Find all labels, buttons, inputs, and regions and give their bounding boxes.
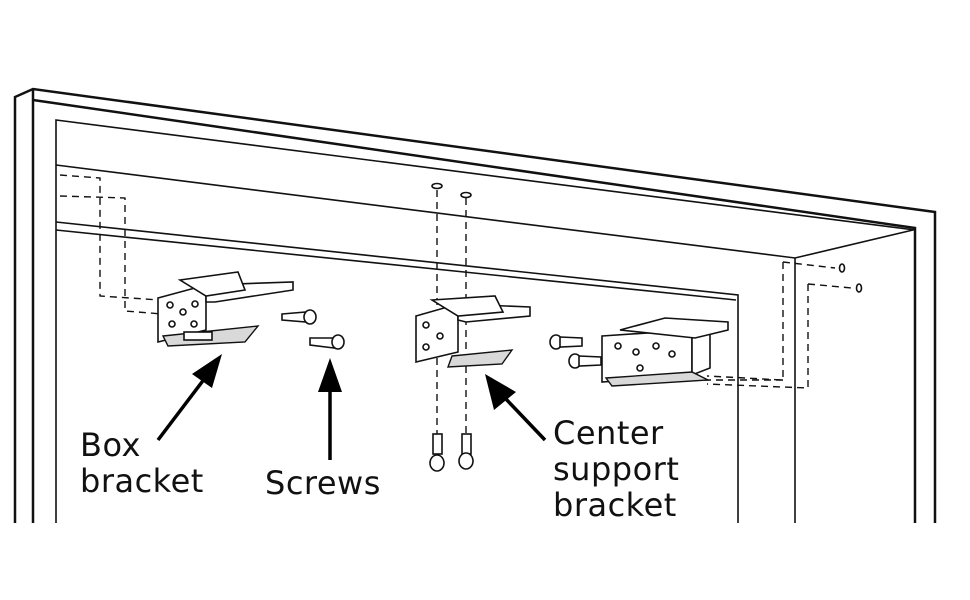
label-center-line3: bracket — [553, 486, 677, 524]
box-bracket-right — [601, 317, 729, 387]
arrow-center-bracket — [485, 374, 547, 442]
arrow-box-bracket — [156, 354, 222, 442]
screw-left-upper — [281, 309, 317, 325]
arrow-screws — [318, 358, 342, 460]
label-screws: Screws — [265, 464, 381, 502]
box-bracket-left — [157, 271, 294, 347]
screw-right-lower — [568, 353, 602, 369]
window-frame — [13, 87, 937, 523]
label-center-line1: Center — [553, 414, 664, 452]
screw-center-left — [429, 433, 445, 472]
label-box-bracket-line1: Box — [80, 426, 141, 464]
screw-center-right — [458, 433, 474, 470]
label-box-bracket-line2: bracket — [80, 462, 204, 500]
screw-left-lower — [309, 334, 345, 350]
center-support-bracket — [415, 295, 531, 368]
screw-right-upper — [549, 334, 583, 350]
label-center-line2: support — [553, 450, 679, 488]
screw-tops — [431, 182, 863, 293]
guide-lines-left — [59, 174, 163, 315]
